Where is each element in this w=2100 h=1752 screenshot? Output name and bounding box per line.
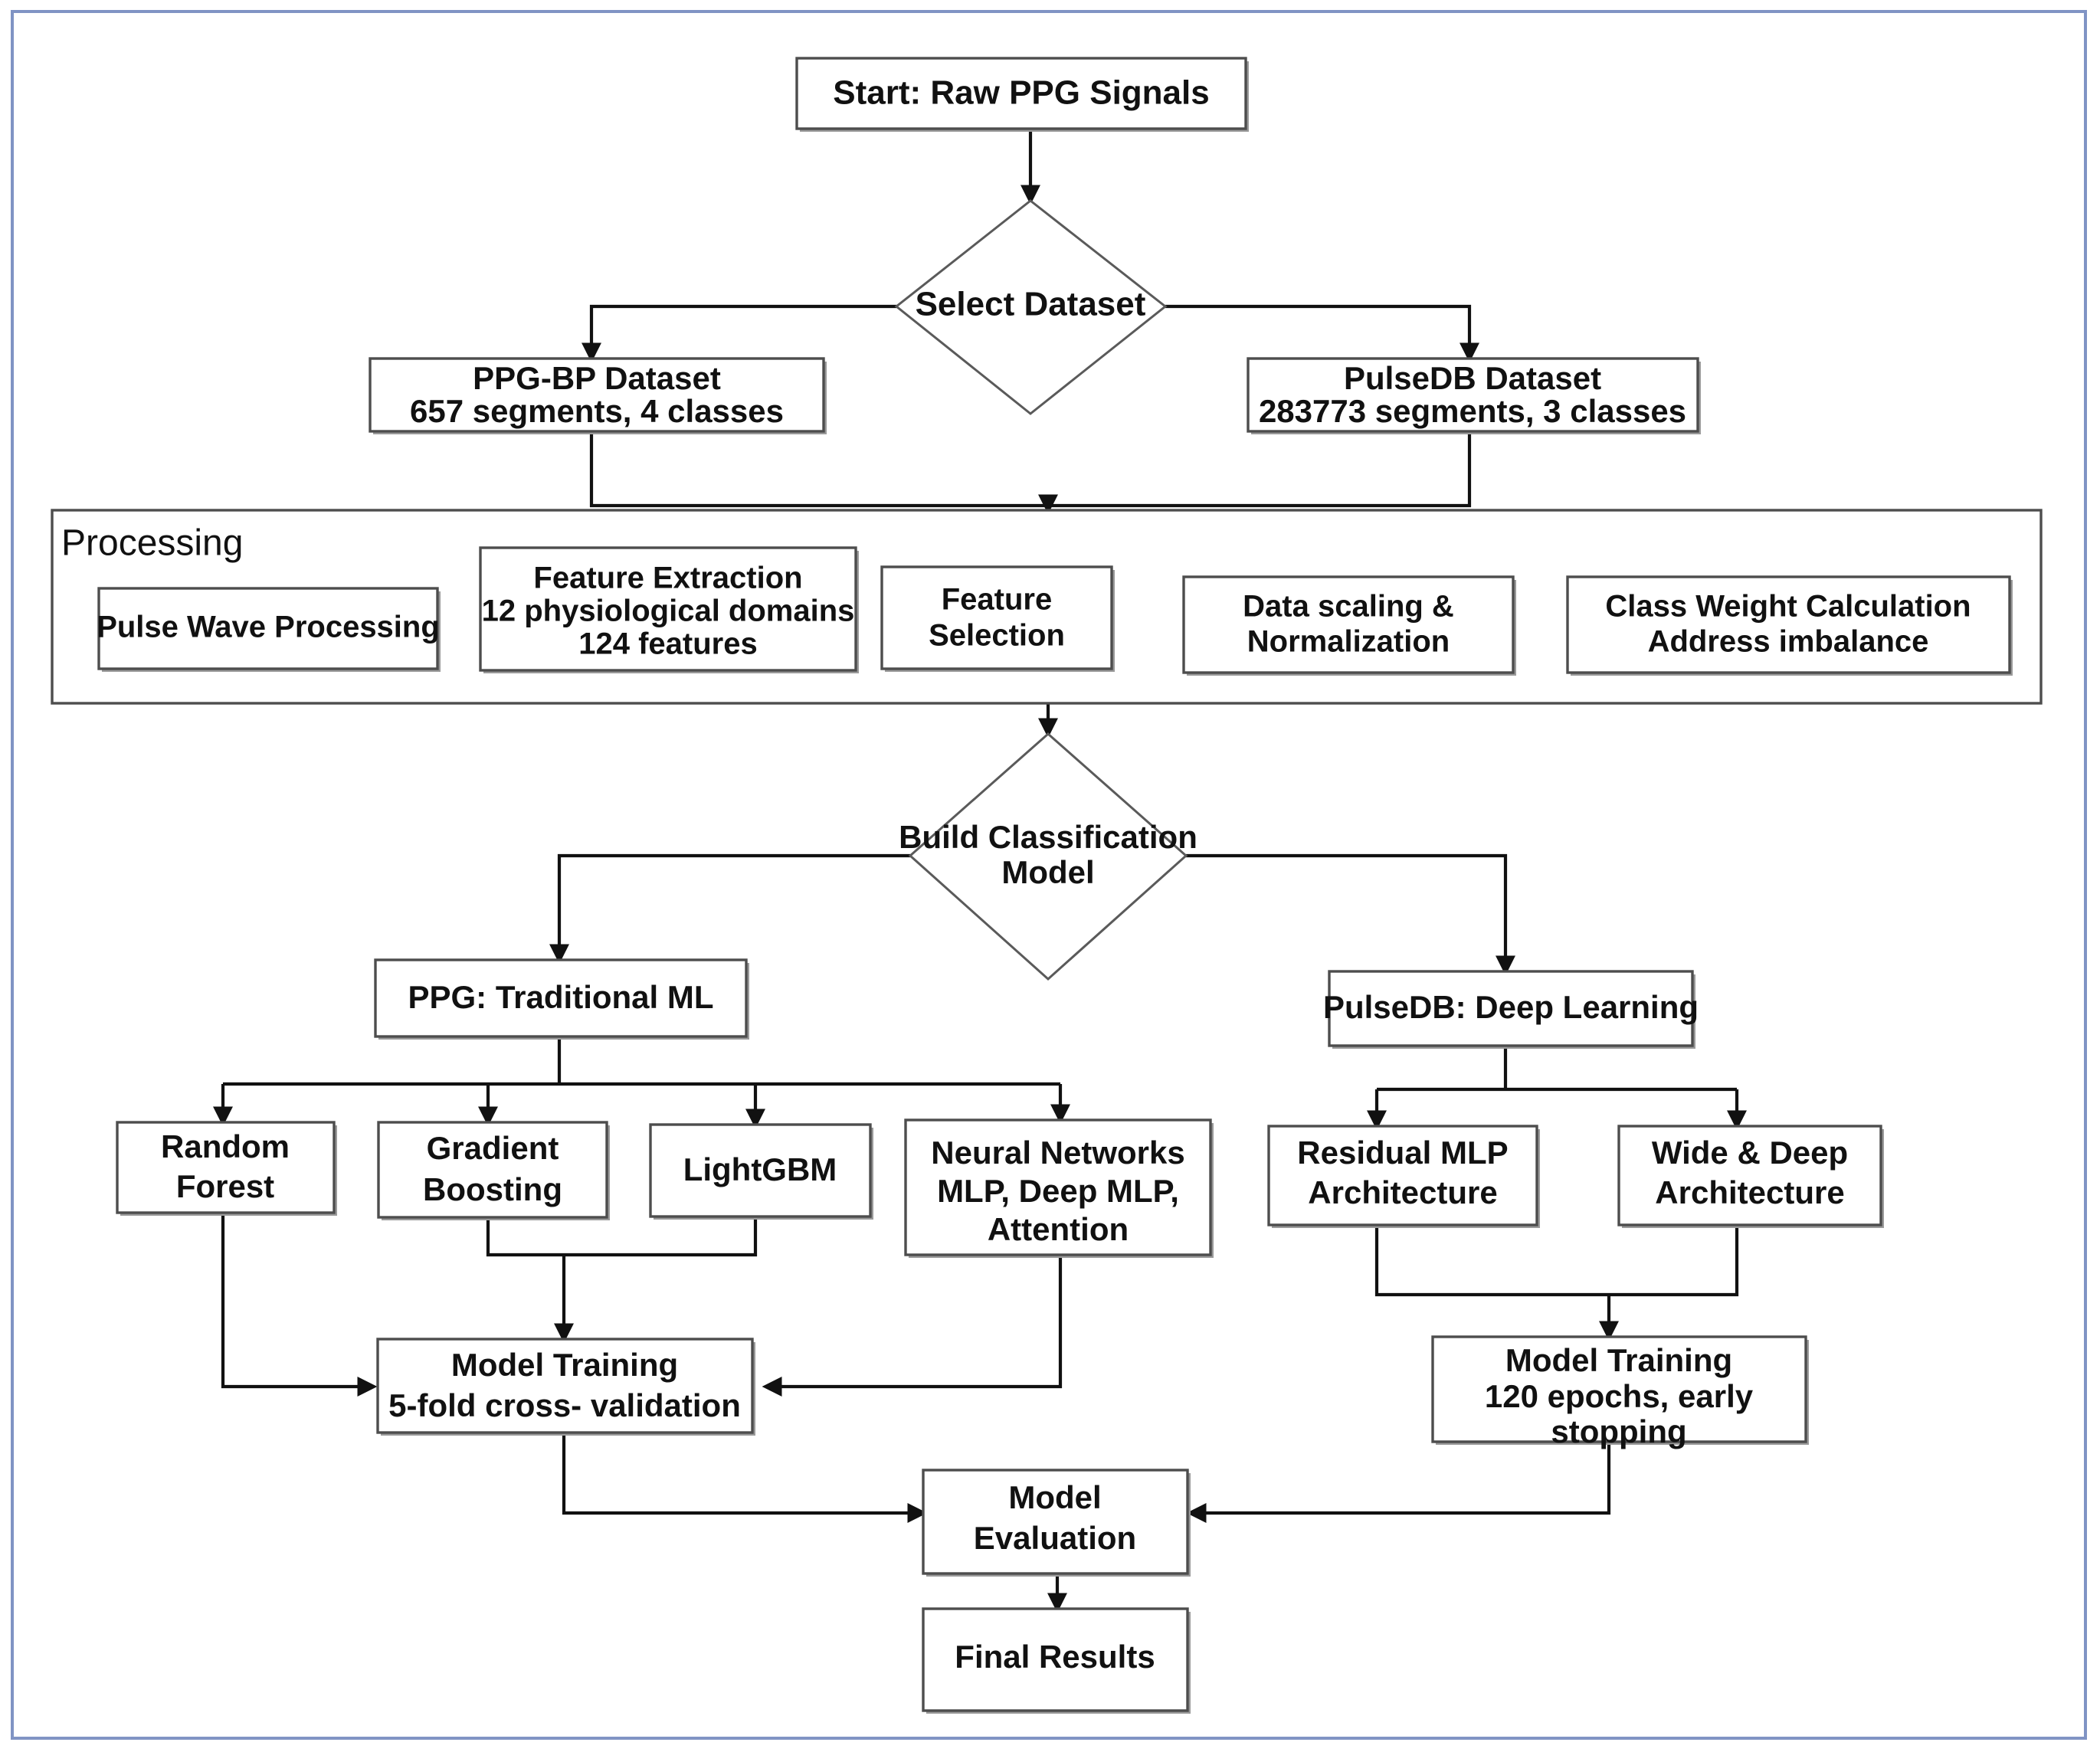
node-random-forest-line2: Forest: [176, 1168, 274, 1204]
node-feature-extraction[interactable]: Feature Extraction 12 physiological doma…: [479, 546, 859, 673]
node-feature-selection[interactable]: Feature Selection: [880, 565, 1115, 672]
group-processing-label: Processing: [61, 523, 243, 564]
node-build-model-line1: Build Classification: [899, 819, 1197, 855]
node-residual-mlp-line1: Residual MLP: [1297, 1135, 1508, 1171]
node-residual-mlp-line2: Architecture: [1308, 1174, 1497, 1210]
node-pulse-wave-processing[interactable]: Pulse Wave Processing: [97, 587, 441, 672]
node-pulsedb-dl-label: PulseDB: Deep Learning: [1323, 989, 1699, 1025]
node-feature-selection-line1: Feature: [942, 583, 1053, 617]
node-ppg-ml-label: PPG: Traditional ML: [408, 979, 713, 1015]
connector-select-to-pulsedb: [1165, 304, 1480, 363]
connector-neuralnetworks-to-training: [762, 1255, 1063, 1397]
connector-pulsedb-merge: [1048, 434, 1472, 508]
connector-build-to-ppgml: [549, 853, 910, 964]
node-start-label: Start: Raw PPG Signals: [833, 74, 1209, 112]
node-random-forest[interactable]: Random Forest: [116, 1121, 337, 1216]
node-feature-extraction-line2: 12 physiological domains: [482, 594, 855, 628]
node-pulsedb-line1: PulseDB Dataset: [1344, 360, 1601, 396]
node-ppg-traditional-ml[interactable]: PPG: Traditional ML: [374, 958, 749, 1040]
node-pulsedb-line2: 283773 segments, 3 classes: [1259, 393, 1686, 429]
node-start[interactable]: Start: Raw PPG Signals: [795, 57, 1249, 132]
connector-widedeep-merge: [1609, 1228, 1739, 1297]
node-residual-mlp[interactable]: Residual MLP Architecture: [1267, 1125, 1540, 1228]
node-pulsedb-deep-learning[interactable]: PulseDB: Deep Learning: [1323, 970, 1699, 1049]
node-class-weight[interactable]: Class Weight Calculation Address imbalan…: [1566, 575, 2013, 676]
node-pulsedb-dataset[interactable]: PulseDB Dataset 283773 segments, 3 class…: [1247, 357, 1701, 434]
node-build-model-line2: Model: [1001, 854, 1094, 890]
connector-residualmlp-merge: [1374, 1228, 1609, 1297]
connector-randomforest-to-training: [221, 1216, 378, 1397]
node-ppgbp-dataset[interactable]: PPG-BP Dataset 657 segments, 4 classes: [369, 357, 827, 434]
node-data-scaling[interactable]: Data scaling & Normalization: [1182, 575, 1516, 676]
node-training-ml-line1: Model Training: [451, 1347, 678, 1383]
node-select-dataset-label: Select Dataset: [916, 286, 1146, 323]
node-random-forest-line1: Random: [161, 1128, 290, 1164]
node-gradient-boosting[interactable]: Gradient Boosting: [377, 1121, 610, 1220]
node-gradient-boosting-line2: Boosting: [423, 1171, 562, 1207]
node-wide-deep-line2: Architecture: [1655, 1174, 1844, 1210]
connector-dltraining-to-evaluation: [1186, 1445, 1611, 1524]
node-feature-extraction-line3: 124 features: [578, 627, 757, 661]
node-training-dl-line2: 120 epochs, early: [1485, 1378, 1754, 1414]
node-training-dl-line3: stopping: [1551, 1413, 1686, 1449]
node-neural-networks-line1: Neural Networks: [931, 1135, 1184, 1171]
node-neural-networks-line3: Attention: [988, 1211, 1129, 1247]
node-model-training-ml[interactable]: Model Training 5-fold cross- validation: [376, 1338, 755, 1436]
node-final-results[interactable]: Final Results: [922, 1607, 1191, 1714]
node-gradient-boosting-line1: Gradient: [427, 1130, 559, 1166]
node-wide-deep-line1: Wide & Deep: [1652, 1135, 1848, 1171]
node-lightgbm-label: LightGBM: [683, 1151, 837, 1187]
node-training-dl-line1: Model Training: [1505, 1342, 1732, 1378]
connector-ppgbp-merge: [589, 434, 1048, 508]
node-wide-deep[interactable]: Wide & Deep Architecture: [1617, 1125, 1884, 1228]
node-class-weight-line1: Class Weight Calculation: [1605, 590, 1971, 624]
node-model-evaluation-line2: Evaluation: [974, 1520, 1136, 1556]
node-neural-networks[interactable]: Neural Networks MLP, Deep MLP, Attention: [904, 1118, 1214, 1258]
node-build-model[interactable]: Build Classification Model: [899, 732, 1197, 981]
node-feature-selection-line2: Selection: [929, 619, 1065, 653]
node-select-dataset[interactable]: Select Dataset: [894, 199, 1168, 415]
node-ppgbp-line2: 657 segments, 4 classes: [410, 393, 784, 429]
node-data-scaling-line2: Normalization: [1247, 625, 1450, 659]
node-neural-networks-line2: MLP, Deep MLP,: [937, 1173, 1179, 1209]
node-class-weight-line2: Address imbalance: [1648, 625, 1929, 659]
node-model-training-dl[interactable]: Model Training 120 epochs, early stoppin…: [1431, 1335, 1809, 1449]
node-pulse-wave-label: Pulse Wave Processing: [97, 611, 440, 644]
connector-training-to-evaluation: [562, 1433, 928, 1524]
connector-build-to-pulsedbdl: [1186, 853, 1516, 976]
node-lightgbm[interactable]: LightGBM: [649, 1123, 873, 1220]
connector-select-to-ppgbp: [581, 304, 896, 363]
node-feature-extraction-line1: Feature Extraction: [533, 562, 802, 595]
node-data-scaling-line1: Data scaling &: [1243, 590, 1454, 624]
connector-gradientboosting-merge: [486, 1220, 564, 1257]
node-model-evaluation[interactable]: Model Evaluation: [922, 1469, 1191, 1577]
node-ppgbp-line1: PPG-BP Dataset: [473, 360, 721, 396]
node-training-ml-line2: 5-fold cross- validation: [388, 1387, 741, 1423]
node-model-evaluation-line1: Model: [1008, 1479, 1101, 1515]
node-final-results-label: Final Results: [955, 1639, 1155, 1675]
connector-lightgbm-merge: [564, 1220, 758, 1257]
